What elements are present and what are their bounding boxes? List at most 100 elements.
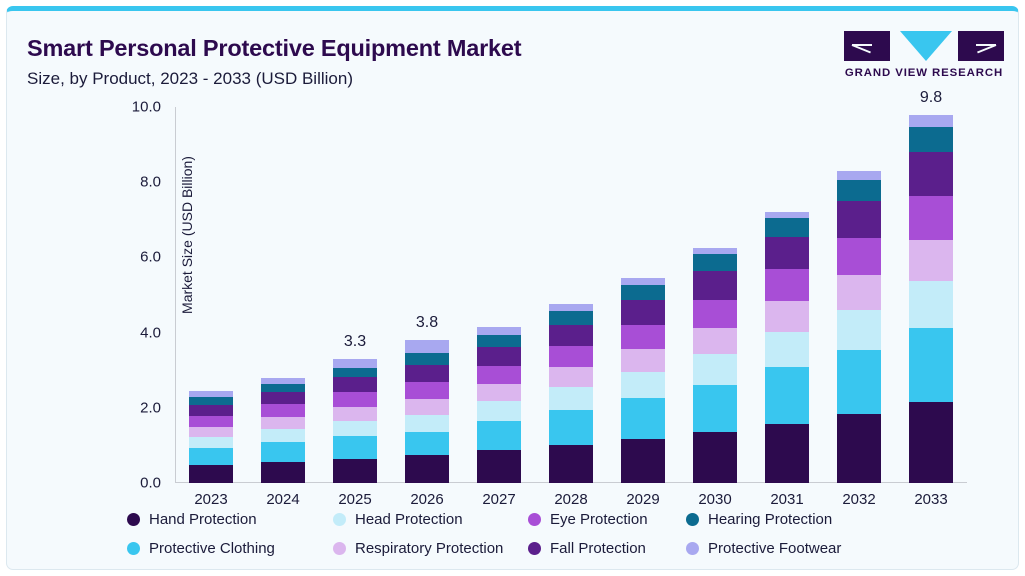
- bar-segment[interactable]: [837, 200, 881, 239]
- bar-segment[interactable]: [693, 271, 737, 300]
- bar-segment[interactable]: [693, 354, 737, 385]
- bar-segment[interactable]: [549, 304, 593, 311]
- bar-segment[interactable]: [333, 436, 377, 459]
- bar-group[interactable]: [765, 212, 809, 483]
- bar-segment[interactable]: [837, 180, 881, 201]
- bar-segment[interactable]: [333, 367, 377, 378]
- bar-segment[interactable]: [405, 340, 449, 353]
- bar-segment[interactable]: [477, 450, 521, 483]
- bar-segment[interactable]: [189, 427, 233, 438]
- bar-segment[interactable]: [693, 299, 737, 328]
- bar-segment[interactable]: [693, 327, 737, 355]
- bar-segment[interactable]: [693, 253, 737, 272]
- bar-segment[interactable]: [333, 358, 377, 368]
- legend-item[interactable]: Eye Protection: [528, 511, 686, 528]
- bar-segment[interactable]: [693, 384, 737, 433]
- bar-segment[interactable]: [261, 383, 305, 392]
- bar-segment[interactable]: [837, 238, 881, 276]
- bar-segment[interactable]: [909, 114, 953, 128]
- bar-segment[interactable]: [549, 445, 593, 483]
- bar-segment[interactable]: [405, 414, 449, 433]
- bar-group[interactable]: [405, 340, 449, 483]
- bar-segment[interactable]: [693, 248, 737, 254]
- legend-item[interactable]: Protective Footwear: [686, 540, 866, 557]
- bar-segment[interactable]: [621, 348, 665, 372]
- bar-segment[interactable]: [549, 387, 593, 410]
- bar-segment[interactable]: [189, 390, 233, 398]
- bar-segment[interactable]: [477, 420, 521, 451]
- bar-segment[interactable]: [261, 404, 305, 417]
- bar-segment[interactable]: [621, 324, 665, 349]
- bar-segment[interactable]: [693, 432, 737, 483]
- bar-segment[interactable]: [261, 461, 305, 483]
- bar-segment[interactable]: [549, 324, 593, 347]
- bar-segment[interactable]: [189, 416, 233, 428]
- legend-item[interactable]: Hand Protection: [127, 511, 333, 528]
- bar-segment[interactable]: [189, 437, 233, 449]
- bar-segment[interactable]: [405, 364, 449, 382]
- bar-group[interactable]: [333, 358, 377, 483]
- bar-segment[interactable]: [549, 310, 593, 325]
- bar-segment[interactable]: [333, 458, 377, 483]
- bar-segment[interactable]: [333, 420, 377, 437]
- bar-segment[interactable]: [621, 299, 665, 325]
- bar-segment[interactable]: [333, 377, 377, 393]
- bar-segment[interactable]: [477, 401, 521, 421]
- bar-segment[interactable]: [765, 212, 809, 218]
- bar-segment[interactable]: [765, 301, 809, 333]
- bar-segment[interactable]: [405, 432, 449, 455]
- bar-segment[interactable]: [333, 407, 377, 421]
- bar-segment[interactable]: [261, 377, 305, 384]
- bar-segment[interactable]: [909, 151, 953, 197]
- bar-segment[interactable]: [189, 404, 233, 417]
- bar-group[interactable]: [837, 170, 881, 483]
- bar-segment[interactable]: [837, 275, 881, 311]
- legend-item[interactable]: Head Protection: [333, 511, 528, 528]
- bar-group[interactable]: [189, 390, 233, 483]
- bar-segment[interactable]: [765, 366, 809, 424]
- bar-segment[interactable]: [477, 346, 521, 366]
- bar-segment[interactable]: [405, 381, 449, 399]
- bar-segment[interactable]: [765, 423, 809, 483]
- legend-item[interactable]: Respiratory Protection: [333, 540, 528, 557]
- bar-group[interactable]: [549, 304, 593, 483]
- bar-segment[interactable]: [405, 398, 449, 415]
- bar-segment[interactable]: [837, 350, 881, 415]
- bar-segment[interactable]: [333, 392, 377, 408]
- bar-segment[interactable]: [261, 442, 305, 462]
- bar-segment[interactable]: [909, 402, 953, 483]
- bar-segment[interactable]: [765, 332, 809, 367]
- bar-segment[interactable]: [765, 269, 809, 302]
- bar-segment[interactable]: [621, 397, 665, 440]
- bar-segment[interactable]: [261, 416, 305, 429]
- bar-segment[interactable]: [189, 448, 233, 466]
- bar-segment[interactable]: [909, 127, 953, 152]
- bar-group[interactable]: [621, 278, 665, 483]
- bar-segment[interactable]: [189, 397, 233, 405]
- bar-segment[interactable]: [909, 281, 953, 329]
- bar-segment[interactable]: [261, 391, 305, 405]
- bar-segment[interactable]: [549, 346, 593, 368]
- bar-segment[interactable]: [477, 384, 521, 402]
- bar-segment[interactable]: [549, 409, 593, 446]
- bar-group[interactable]: [693, 248, 737, 483]
- bar-segment[interactable]: [621, 278, 665, 285]
- bar-segment[interactable]: [261, 428, 305, 443]
- bar-segment[interactable]: [909, 239, 953, 282]
- bar-segment[interactable]: [765, 217, 809, 237]
- bar-segment[interactable]: [549, 367, 593, 388]
- bar-segment[interactable]: [477, 334, 521, 347]
- bar-segment[interactable]: [909, 196, 953, 240]
- bar-segment[interactable]: [909, 328, 953, 403]
- bar-segment[interactable]: [621, 284, 665, 300]
- bar-segment[interactable]: [621, 371, 665, 398]
- bar-segment[interactable]: [405, 352, 449, 365]
- bar-segment[interactable]: [837, 310, 881, 351]
- bar-segment[interactable]: [189, 465, 233, 483]
- bar-group[interactable]: [477, 327, 521, 483]
- bar-segment[interactable]: [405, 454, 449, 483]
- legend-item[interactable]: Fall Protection: [528, 540, 686, 557]
- legend-item[interactable]: Hearing Protection: [686, 511, 866, 528]
- bar-group[interactable]: [261, 377, 305, 483]
- bar-segment[interactable]: [477, 365, 521, 385]
